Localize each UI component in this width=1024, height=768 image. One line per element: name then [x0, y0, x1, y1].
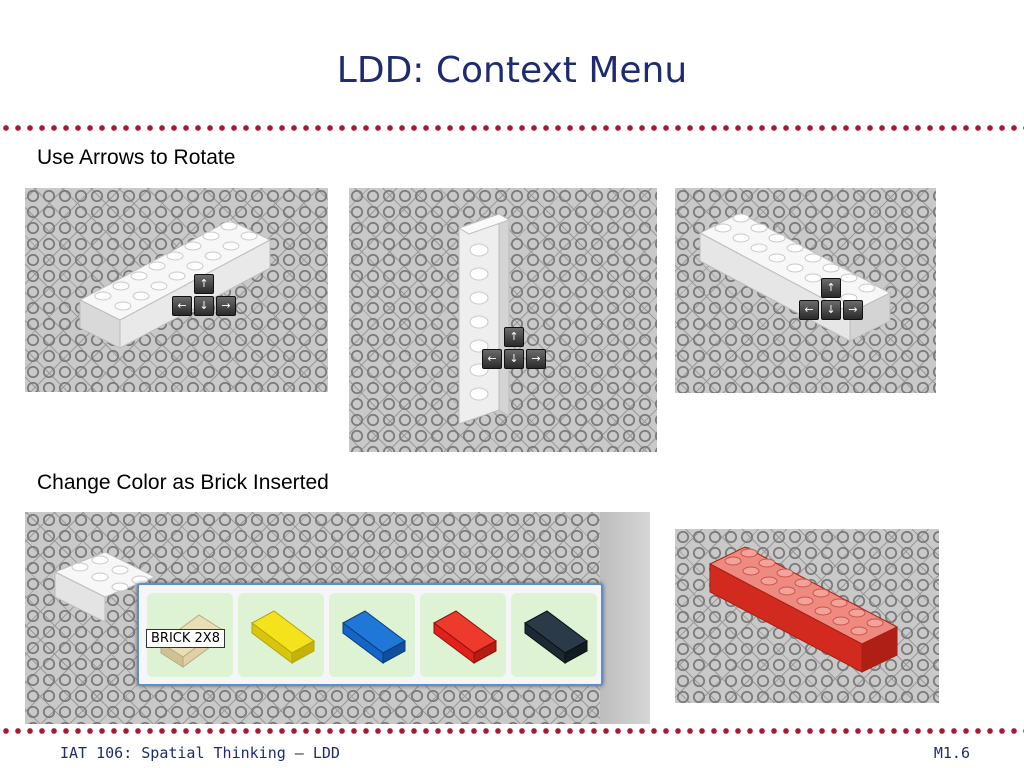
rotate-left-key[interactable]: ←	[172, 296, 192, 316]
rotate-down-key[interactable]: ↓	[821, 300, 841, 320]
rotate-arrow-keys: ↑ ← ↓ →	[482, 327, 550, 373]
rotate-arrow-keys: ↑ ← ↓ →	[799, 278, 867, 324]
color-option-blue[interactable]	[329, 593, 415, 677]
footer-course: IAT 106: Spatial Thinking – LDD	[60, 744, 340, 762]
panel-edge	[600, 512, 650, 724]
rotate-left-key[interactable]: ←	[482, 349, 502, 369]
top-divider	[0, 124, 1024, 132]
rotate-right-key[interactable]: →	[526, 349, 546, 369]
white-brick-rotated	[698, 212, 892, 342]
blue-brick-icon	[342, 610, 406, 664]
white-brick-partial	[53, 551, 157, 623]
rotate-down-key[interactable]: ↓	[504, 349, 524, 369]
black-brick-icon	[524, 610, 588, 664]
color-option-black[interactable]	[511, 593, 597, 677]
rotate-up-key[interactable]: ↑	[821, 278, 841, 298]
rotate-right-key[interactable]: →	[843, 300, 863, 320]
white-brick-vertical	[457, 213, 511, 425]
rotate-screenshot-1: ↑ ← ↓ →	[25, 188, 328, 392]
rotate-heading: Use Arrows to Rotate	[37, 146, 236, 169]
footer-slide-number: M1.6	[933, 744, 970, 762]
rotate-screenshot-2: ↑ ← ↓ →	[349, 188, 657, 452]
rotate-left-key[interactable]: ←	[799, 300, 819, 320]
bottom-divider	[0, 727, 1024, 735]
rotate-right-key[interactable]: →	[216, 296, 236, 316]
rotate-up-key[interactable]: ↑	[194, 274, 214, 294]
rotate-down-key[interactable]: ↓	[194, 296, 214, 316]
color-option-yellow[interactable]	[238, 593, 324, 677]
brick-tooltip: BRICK 2X8	[146, 629, 225, 648]
red-brick-screenshot	[675, 529, 939, 703]
color-option-red[interactable]	[420, 593, 506, 677]
red-brick-icon	[433, 610, 497, 664]
white-brick-horizontal	[78, 219, 272, 349]
red-brick	[708, 546, 899, 673]
rotate-arrow-keys: ↑ ← ↓ →	[172, 274, 240, 320]
slide-title: LDD: Context Menu	[336, 50, 688, 91]
yellow-brick-icon	[251, 610, 315, 664]
color-heading: Change Color as Brick Inserted	[37, 471, 329, 494]
rotate-up-key[interactable]: ↑	[504, 327, 524, 347]
rotate-screenshot-3: ↑ ← ↓ →	[675, 188, 936, 393]
